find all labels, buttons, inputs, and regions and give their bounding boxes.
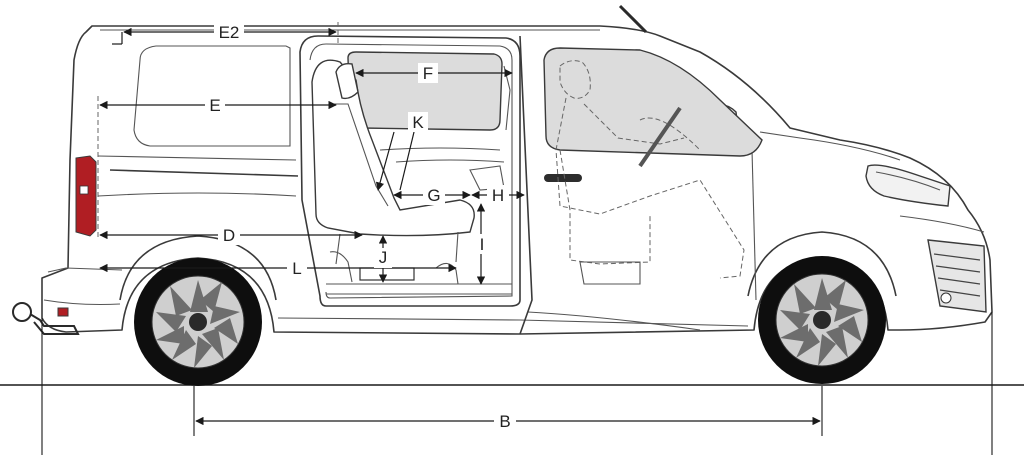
label-g: G (427, 186, 440, 205)
label-h: H (492, 186, 504, 205)
headrest (335, 62, 359, 100)
tow-hitch (12, 302, 80, 335)
label-e2: E2 (219, 23, 240, 42)
front-door-handle (544, 174, 582, 182)
headlamp (865, 164, 951, 207)
steering-column (638, 106, 682, 168)
van-body (41, 4, 993, 335)
label-j: J (379, 248, 388, 267)
front-door-window (543, 47, 763, 157)
label-k: K (412, 113, 424, 132)
antenna (618, 4, 648, 34)
label-l: L (292, 259, 301, 278)
dimension-labels: E2 E F K G H D J I L B (205, 22, 516, 431)
rear-tail-lamp (75, 155, 97, 237)
rear-wheel (134, 258, 262, 386)
label-b: B (499, 412, 510, 431)
label-e: E (209, 96, 220, 115)
rear-reflector (57, 307, 69, 317)
driver-figure (555, 60, 745, 285)
sliding-door-opening (299, 35, 521, 307)
front-wheel (758, 256, 886, 384)
label-i: I (480, 235, 485, 254)
second-row-seat (311, 59, 475, 237)
label-d: D (223, 226, 235, 245)
front-grille (927, 239, 987, 313)
label-f: F (423, 64, 433, 83)
